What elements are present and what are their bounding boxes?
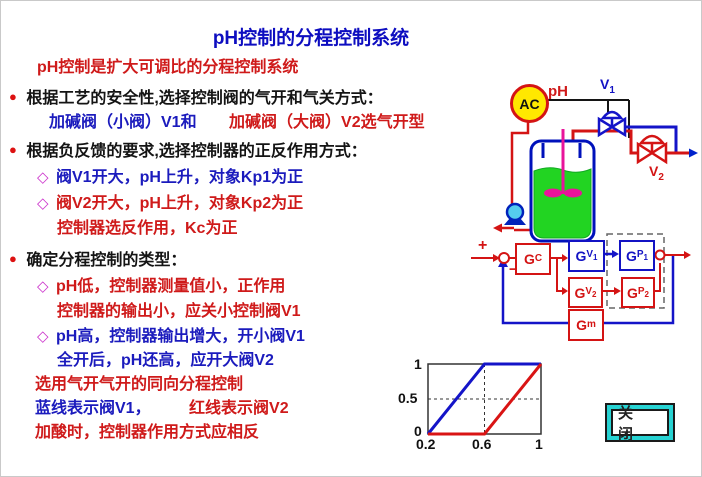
summing-junction-right <box>654 249 666 261</box>
note3-text: 加酸时，控制器作用方式应相反 <box>35 424 260 441</box>
plus-sign: + <box>478 237 487 255</box>
note1-text: 选用气开气开的同向分程控制 <box>35 376 244 393</box>
v2-sub: 2 <box>658 171 664 183</box>
v1-pipe <box>625 125 678 153</box>
valve-v2-icon <box>636 134 668 165</box>
note2-blue-text: 蓝线表示阀V1， <box>35 400 151 417</box>
note-same-direction: 选用气开气开的同向分程控制 <box>35 375 243 395</box>
arrow-icon <box>562 287 568 295</box>
bullet-icon: ● <box>9 251 17 266</box>
pump-base <box>504 218 526 225</box>
bullet-item-type: ● 确定分程控制的类型： <box>9 249 186 271</box>
note-acid: 加酸时，控制器作用方式应相反 <box>35 423 259 443</box>
tank-inlet-stubs <box>541 143 582 158</box>
d2-text: 阀V2开大，pH上升，对象Kp2为正 <box>56 195 304 212</box>
valve-choice-line: 加碱阀（小阀）V1和 加碱阀（大阀）V2选气开型 <box>49 113 425 133</box>
v2-main: V <box>649 163 659 179</box>
minus-text: − <box>509 261 518 278</box>
d3-text: pH低，控制器测量值小，正作用 <box>56 278 286 295</box>
diamond-icon: ◇ <box>37 328 49 345</box>
controller-action-line: 控制器选反作用，Kc为正 <box>57 219 237 239</box>
process-diagram <box>493 99 698 243</box>
d1-text: 阀V1开大，pH上升，对象Kp1为正 <box>56 169 304 186</box>
ph-label-text: pH <box>548 83 568 100</box>
process-dashed-box <box>606 233 665 309</box>
close-button[interactable]: 关 闭 <box>605 403 675 443</box>
minus-sign: − <box>509 261 518 278</box>
sample-pipe <box>510 119 530 207</box>
bullet-item-feedback: ● 根据负反馈的要求,选择控制器的正反作用方式： <box>9 140 367 162</box>
arrow-icon <box>562 254 568 262</box>
input-arrow-icon <box>493 254 500 262</box>
tank-liquid <box>533 167 592 239</box>
effluent-arrow-icon <box>493 223 502 233</box>
bullet3-text: 确定分程控制的类型： <box>26 252 187 269</box>
diamond-item-v2: ◇ 阀V2开大，pH上升，对象Kp2为正 <box>37 194 303 214</box>
note-line-colors: 蓝线表示阀V1， 红线表示阀V2 <box>35 399 289 419</box>
diamond-icon: ◇ <box>37 195 49 212</box>
bullet-icon: ● <box>9 142 17 157</box>
xtick-02: 0.2 <box>416 436 436 452</box>
v1-main: V <box>600 76 610 92</box>
note2-red-text: 红线表示阀V2 <box>189 400 289 417</box>
d4-text: pH高，控制器输出增大，开小阀V1 <box>56 328 305 345</box>
bullet2-text: 根据负反馈的要求,选择控制器的正反作用方式： <box>26 143 367 160</box>
analyzer-controller-instrument: AC <box>510 84 549 123</box>
subtitle: pH控制是扩大可调比的分程控制系统 <box>37 58 298 78</box>
ph-label: pH <box>548 83 568 100</box>
ph-low-cont-line: 控制器的输出小，应关小控制阀V1 <box>57 302 301 322</box>
valve2-choice-text: 加碱阀（大阀）V2选气开型 <box>229 114 425 131</box>
valve1-choice-text: 加碱阀（小阀）V1和 <box>49 114 197 131</box>
ytick-1: 1 <box>414 356 422 372</box>
bullet1-text: 根据工艺的安全性,选择控制阀的气开和气关方式： <box>26 90 383 107</box>
diamond-item-v1: ◇ 阀V1开大，pH上升，对象Kp1为正 <box>37 168 303 188</box>
d4b-text: 全开后，pH还高，应开大阀V2 <box>57 352 274 369</box>
bullet-icon: ● <box>9 89 17 104</box>
flow-arrow-icon <box>689 148 698 158</box>
bullet-item-safety: ● 根据工艺的安全性,选择控制阀的气开和气关方式： <box>9 87 383 109</box>
valve-v2-label: V2 <box>649 163 664 183</box>
plus-text: + <box>478 237 488 254</box>
valve-v1-icon <box>597 110 627 138</box>
diamond-item-ph-low: ◇ pH低，控制器测量值小，正作用 <box>37 277 285 297</box>
v1-sub: 1 <box>609 84 615 96</box>
xtick-06: 0.6 <box>472 436 492 452</box>
stirrer-blade <box>544 188 562 198</box>
diamond-icon: ◇ <box>37 278 49 295</box>
ac-label: AC <box>519 95 540 112</box>
pump-icon <box>505 202 525 222</box>
d3b-text: 控制器的输出小，应关小控制阀V1 <box>57 303 301 320</box>
output-arrow-icon <box>684 251 691 259</box>
stirrer-blade <box>564 188 582 198</box>
diamond-icon: ◇ <box>37 169 49 186</box>
chart-line-v2 <box>428 363 543 436</box>
arrow-icon <box>612 250 619 258</box>
ph-high-cont-line: 全开后，pH还高，应开大阀V2 <box>57 351 274 371</box>
d2b-text: 控制器选反作用，Kc为正 <box>57 220 238 237</box>
ytick-0: 0 <box>414 423 422 439</box>
close-button-face[interactable]: 关 闭 <box>611 405 669 443</box>
page-title: pH控制的分程控制系统 <box>212 28 410 49</box>
subtitle-text: pH控制是扩大可调比的分程控制系统 <box>37 59 299 76</box>
diamond-item-ph-high: ◇ pH高，控制器输出增大，开小阀V1 <box>37 327 305 347</box>
ytick-05: 0.5 <box>398 390 418 406</box>
split-range-chart <box>426 362 543 436</box>
summing-junction-left <box>498 252 510 264</box>
xtick-1: 1 <box>535 436 543 452</box>
close-button-label: 关 闭 <box>618 404 639 443</box>
valve-v1-label: V1 <box>600 76 615 96</box>
chart-line-v1 <box>426 362 541 435</box>
arrow-icon <box>614 287 621 295</box>
